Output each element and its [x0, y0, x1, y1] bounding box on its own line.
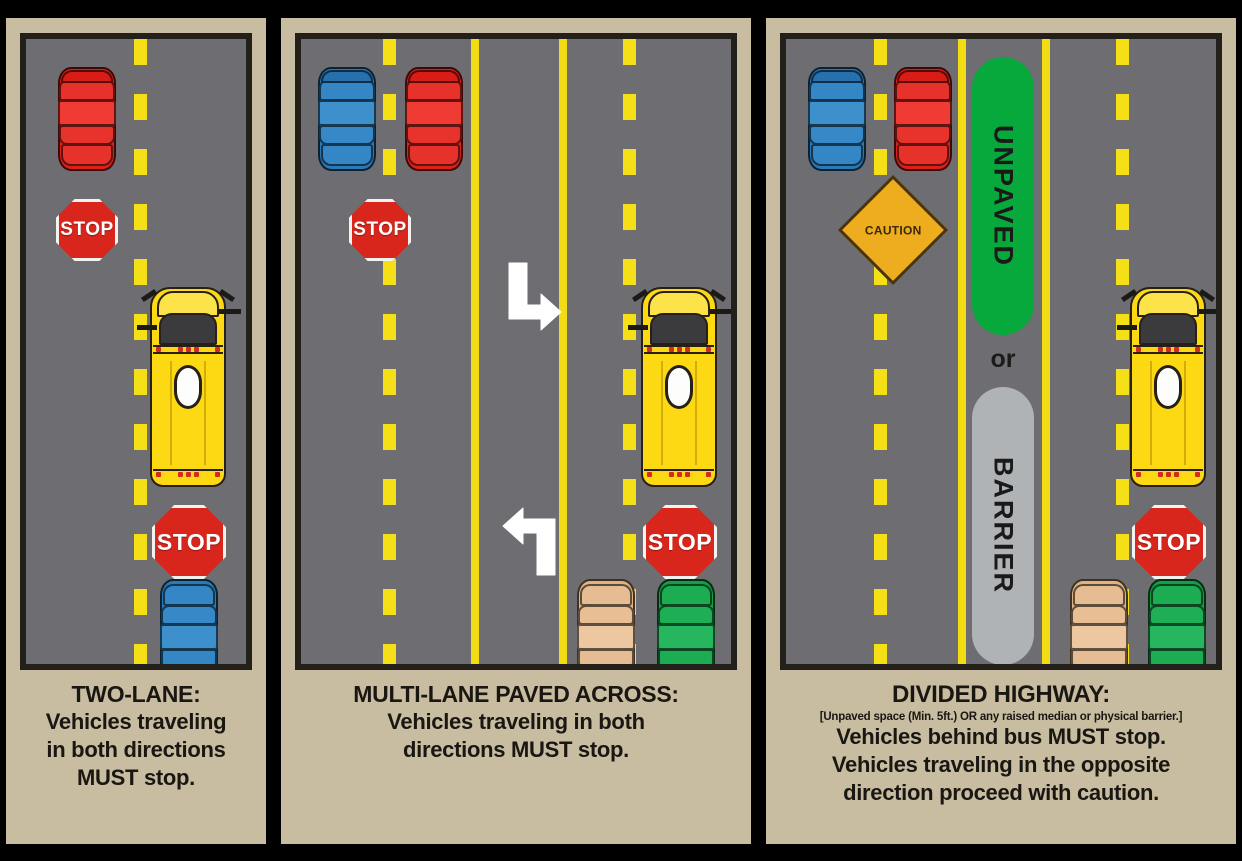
lane-line-dashed-right [1116, 39, 1129, 664]
vehicle-red-car [894, 67, 952, 171]
lane-line-dashed-left [383, 39, 396, 664]
lane-line-solid-median-right [1042, 39, 1050, 664]
bus-roof-hatch [174, 365, 202, 409]
vehicle-blue-car [318, 67, 376, 171]
arrow-turn-left-icon [502, 507, 556, 576]
bus-windshield [159, 313, 217, 345]
road-two-lane: STOP [20, 33, 252, 670]
vehicle-school-bus [628, 287, 731, 487]
caption-divided-highway: DIVIDED HIGHWAY: [Unpaved space (Min. 5f… [766, 681, 1236, 807]
bus-lights-rear [153, 469, 223, 478]
vehicle-blue-car [160, 579, 218, 664]
caption-line-2: Vehicles traveling in the opposite [831, 752, 1171, 778]
caption-line-1: Vehicles traveling [45, 708, 227, 734]
road-multi-lane: STOP [295, 33, 737, 670]
vehicle-blue-car [808, 67, 866, 171]
bus-mirror-right [710, 309, 731, 314]
caption-line-1: Vehicles behind bus MUST stop. [836, 723, 1166, 749]
panel-divided-highway: UNPAVED or BARRIER [766, 18, 1236, 844]
stop-sign-behind-bus: STOP [1132, 505, 1206, 579]
median-or-label: or [990, 345, 1016, 373]
vehicle-school-bus [1117, 287, 1216, 487]
vehicle-red-car [58, 67, 116, 171]
caption-title: TWO-LANE: [71, 681, 201, 707]
bus-windshield [650, 313, 708, 345]
bus-windshield [1139, 313, 1197, 345]
bus-roof-hatch [1154, 365, 1182, 409]
bus-lights-front [644, 345, 714, 354]
caption-subtitle: [Unpaved space (Min. 5ft.) OR any raised… [819, 710, 1183, 723]
lane-line-solid-inner-left [471, 39, 479, 664]
caption-title: MULTI-LANE PAVED ACROSS: [353, 681, 679, 707]
median-unpaved-label: UNPAVED [988, 124, 1019, 267]
arrow-turn-right-icon [508, 262, 562, 331]
vehicle-tan-car [577, 579, 635, 664]
bus-mirror-left [628, 325, 648, 330]
vehicle-school-bus [137, 287, 241, 487]
panel-multi-lane: STOP [281, 18, 751, 844]
bus-mirror-left [137, 325, 157, 330]
median-barrier-label: BARRIER [988, 457, 1019, 595]
stop-sign-oncoming: STOP [56, 199, 118, 261]
lane-line-solid-median-left [958, 39, 966, 664]
panel-two-lane: STOP [6, 18, 266, 844]
vehicle-red-car [405, 67, 463, 171]
median-unpaved-pill: UNPAVED [972, 57, 1034, 335]
caption-line-2: in both directions [46, 736, 226, 762]
bus-lights-front [1133, 345, 1203, 354]
caption-multi-lane: MULTI-LANE PAVED ACROSS: Vehicles travel… [281, 681, 751, 764]
lane-line-solid-inner-right [559, 39, 567, 664]
stop-sign-behind-bus: STOP [152, 505, 226, 579]
lane-line-dashed-left [874, 39, 887, 664]
road-divided-highway: UNPAVED or BARRIER [780, 33, 1222, 670]
caution-sign-label: CAUTION [864, 222, 922, 237]
bus-mirror-right [1199, 309, 1216, 314]
stop-sign-behind-bus: STOP [643, 505, 717, 579]
vehicle-green-car [657, 579, 715, 664]
bus-lights-rear [1133, 469, 1203, 478]
bus-mirror-left [1117, 325, 1137, 330]
median-barrier-pill: BARRIER [972, 387, 1034, 664]
bus-mirror-right [219, 309, 241, 314]
bus-lights-rear [644, 469, 714, 478]
bus-lights-front [153, 345, 223, 354]
bus-roof-hatch [665, 365, 693, 409]
lane-line-dashed-right [623, 39, 636, 664]
stop-sign-oncoming: STOP [349, 199, 411, 261]
caption-two-lane: TWO-LANE: Vehicles traveling in both dir… [6, 681, 266, 792]
vehicle-tan-car [1070, 579, 1128, 664]
caption-line-3: direction proceed with caution. [843, 780, 1159, 806]
caption-line-3: MUST stop. [77, 765, 195, 791]
caption-line-1: Vehicles traveling in both [387, 708, 645, 734]
vehicle-green-car [1148, 579, 1206, 664]
lane-line-dashed-center [134, 39, 147, 664]
caption-title: DIVIDED HIGHWAY: [892, 681, 1110, 708]
caption-line-2: directions MUST stop. [403, 736, 629, 762]
